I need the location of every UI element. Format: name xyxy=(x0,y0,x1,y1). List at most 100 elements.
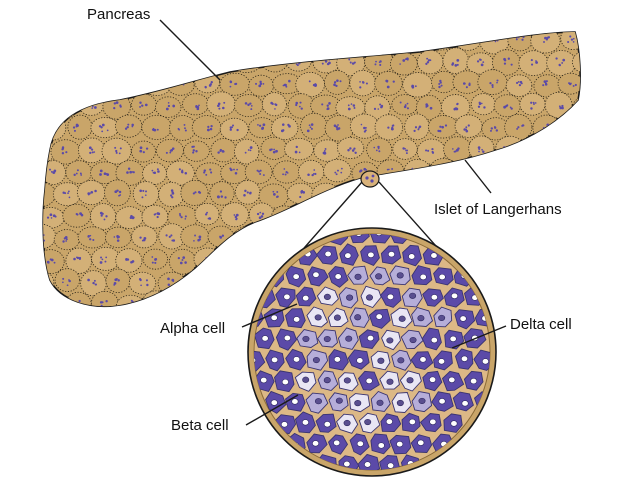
cell-nucleus xyxy=(333,314,341,321)
nucleus-dot xyxy=(462,82,466,85)
nucleus-dot xyxy=(412,85,415,87)
nucleus-dot xyxy=(416,39,420,42)
nucleus-dot xyxy=(516,127,519,130)
nucleus-dot xyxy=(262,174,265,176)
nucleus-dot xyxy=(171,64,174,67)
nucleus-dot xyxy=(373,146,376,149)
nucleus-dot xyxy=(362,81,365,84)
nucleus-dot xyxy=(454,150,457,153)
nucleus-dot xyxy=(505,191,508,194)
nucleus-dot xyxy=(222,281,225,284)
nucleus-dot xyxy=(220,279,223,282)
cell-nucleus xyxy=(430,337,438,344)
nucleus-dot xyxy=(546,171,549,174)
nucleus-dot xyxy=(198,190,201,193)
nucleus-dot xyxy=(521,255,524,258)
nucleus-dot xyxy=(573,257,577,261)
nucleus-dot xyxy=(510,284,513,286)
nucleus-dot xyxy=(403,105,407,109)
nucleus-dot xyxy=(457,195,460,199)
nucleus-dot xyxy=(494,38,497,41)
nucleus-dot xyxy=(276,191,279,193)
label-islet-of-langerhans: Islet of Langerhans xyxy=(434,201,562,218)
nucleus-dot xyxy=(37,148,39,150)
nucleus-dot xyxy=(507,236,509,239)
cell-nucleus xyxy=(418,397,426,405)
nucleus-dot xyxy=(573,214,576,217)
nucleus-dot xyxy=(444,124,448,127)
nucleus-dot xyxy=(243,280,246,283)
nucleus-dot xyxy=(413,129,416,133)
nucleus-dot xyxy=(177,256,181,260)
nucleus-dot xyxy=(184,129,187,132)
nucleus-dot xyxy=(146,283,149,287)
nucleus-dot xyxy=(181,169,184,172)
nucleus-dot xyxy=(352,104,356,107)
nucleus-dot xyxy=(234,82,237,86)
nucleus-dot xyxy=(49,213,53,217)
lobule xyxy=(492,270,521,295)
nucleus-dot xyxy=(359,81,361,83)
nucleus-dot xyxy=(139,146,143,150)
lobule xyxy=(559,160,581,183)
nucleus-dot xyxy=(569,302,573,305)
nucleus-dot xyxy=(50,124,53,127)
cell-nucleus xyxy=(387,462,395,469)
nucleus-dot xyxy=(503,281,506,283)
nucleus-dot xyxy=(557,150,561,153)
nucleus-dot xyxy=(165,107,169,111)
lobule xyxy=(141,32,170,50)
nucleus-dot xyxy=(438,85,441,89)
lobule xyxy=(477,245,508,271)
lobule xyxy=(43,207,65,229)
nucleus-dot xyxy=(571,172,574,176)
nucleus-dot xyxy=(273,192,276,196)
nucleus-dot xyxy=(143,63,146,66)
nucleus-dot xyxy=(581,104,583,106)
nucleus-dot xyxy=(427,59,431,62)
nucleus-dot xyxy=(518,84,522,87)
nucleus-dot xyxy=(131,84,135,87)
cell-nucleus xyxy=(419,273,427,281)
nucleus-dot xyxy=(88,61,91,64)
nucleus-dot xyxy=(509,194,512,197)
nucleus-dot xyxy=(75,256,78,259)
nucleus-dot xyxy=(92,281,95,285)
cell-nucleus xyxy=(386,337,394,344)
lobule xyxy=(374,71,403,96)
nucleus-dot xyxy=(235,213,239,217)
nucleus-dot xyxy=(46,80,50,83)
nucleus-dot xyxy=(53,84,56,87)
nucleus-dot xyxy=(516,304,520,307)
nucleus-dot xyxy=(247,239,250,242)
nucleus-dot xyxy=(392,80,395,83)
nucleus-dot xyxy=(179,79,182,82)
lobule xyxy=(222,291,248,307)
nucleus-dot xyxy=(65,151,68,154)
nucleus-dot xyxy=(87,278,90,282)
nucleus-dot xyxy=(467,169,471,173)
lobule xyxy=(114,74,146,97)
cell-nucleus xyxy=(438,273,446,281)
nucleus-dot xyxy=(308,37,311,40)
cell-nucleus xyxy=(367,251,375,259)
cell-nucleus xyxy=(364,461,372,468)
lobule xyxy=(548,137,575,162)
nucleus-dot xyxy=(451,236,454,239)
nucleus-dot xyxy=(477,105,481,108)
nucleus-dot xyxy=(347,104,350,107)
nucleus-dot xyxy=(249,59,252,62)
nucleus-dot xyxy=(259,211,262,214)
nucleus-dot xyxy=(530,101,533,104)
nucleus-dot xyxy=(192,192,195,195)
nucleus-dot xyxy=(336,79,339,82)
nucleus-dot xyxy=(151,305,155,307)
nucleus-dot xyxy=(221,58,225,62)
nucleus-dot xyxy=(558,237,562,240)
nucleus-dot xyxy=(229,126,232,129)
nucleus-dot xyxy=(50,300,53,303)
cell-nucleus xyxy=(451,292,459,299)
nucleus-dot xyxy=(117,279,120,282)
cell-nucleus xyxy=(397,357,405,364)
nucleus-dot xyxy=(417,128,420,131)
